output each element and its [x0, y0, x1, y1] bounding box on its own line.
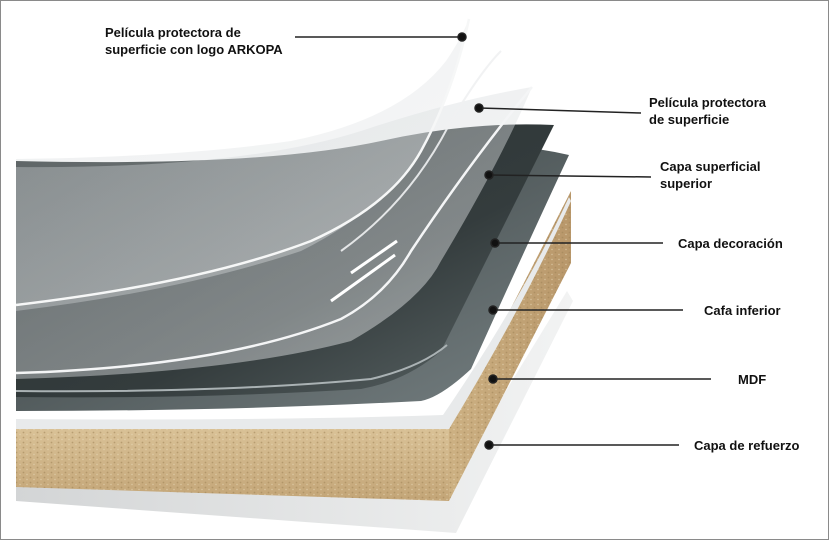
leader-dot-protective-film-logo	[457, 32, 467, 42]
leader-dot-mdf-core	[488, 374, 498, 384]
protective-film-logo-sheet	[16, 19, 469, 311]
label-decoration-layer: Capa decoración	[678, 236, 783, 251]
label-protective-film-logo: Película protectora de superficie con lo…	[105, 25, 283, 57]
leader-dot-protective-film	[474, 103, 484, 113]
leader-dot-decoration-layer	[490, 238, 500, 248]
label-protective-film: Película protectora de superficie	[649, 95, 767, 127]
leader-dot-top-surface-layer	[484, 170, 494, 180]
leader-line-protective-film	[478, 107, 642, 114]
leader-dot-reinforcement-layer	[484, 440, 494, 450]
label-bottom-layer: Cafa inferior	[704, 303, 781, 318]
leader-line-top-surface-layer	[488, 174, 652, 178]
label-reinforcement-layer: Capa de refuerzo	[694, 438, 800, 453]
label-top-surface-layer: Capa superficial superior	[660, 159, 761, 191]
leader-dot-bottom-layer	[488, 305, 498, 315]
label-mdf-core: MDF	[738, 372, 767, 387]
